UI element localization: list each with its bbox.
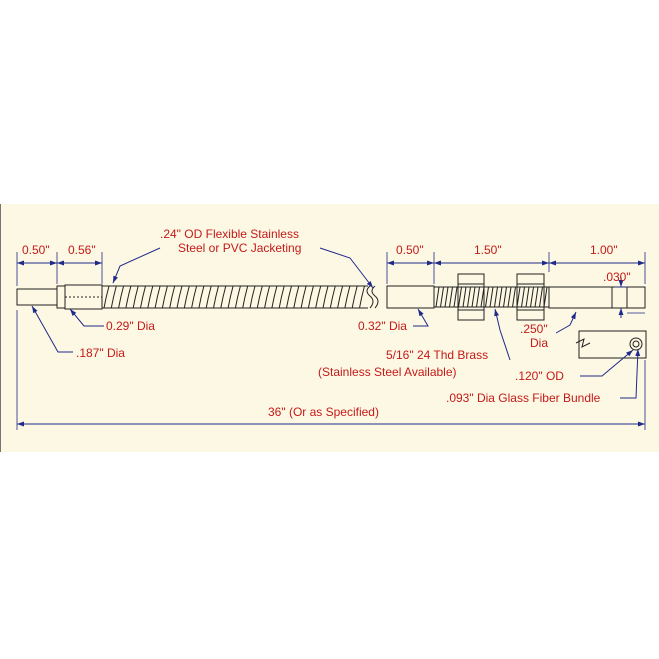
spiral-wrap [351, 285, 358, 309]
flexible-jacket [102, 285, 368, 309]
spiral-wrap [315, 285, 322, 309]
spiral-wrap [191, 285, 198, 309]
spiral-wrap [213, 285, 219, 309]
thread-line [435, 286, 440, 308]
spiral-wrap [329, 285, 336, 309]
thread-line [539, 286, 543, 308]
hex-nut-right [516, 273, 545, 321]
spiral-wrap [205, 285, 212, 309]
thread-line [467, 286, 471, 308]
hex-nut-left [457, 273, 485, 321]
thread-line [462, 286, 467, 308]
spiral-wrap [183, 285, 190, 309]
thread-line [534, 286, 539, 308]
spiral-wrap [118, 285, 125, 309]
thread-line [498, 286, 503, 308]
dim-050-right: 0.50" [396, 243, 424, 257]
spiral-wrap [359, 285, 365, 309]
spiral-wrap [227, 285, 234, 309]
dim-056: 0.56" [68, 243, 96, 257]
spiral-wrap [125, 285, 132, 309]
thread-line [507, 286, 512, 308]
spiral-wrap [234, 285, 241, 309]
spiral-wrap [264, 285, 271, 309]
spiral-wrap [337, 285, 344, 309]
end-tube [548, 286, 646, 309]
thread-line [494, 286, 498, 308]
spiral-wrap [220, 285, 227, 309]
spiral-wrap [256, 285, 263, 309]
dim-0187-dia: .187" Dia [76, 346, 125, 360]
dim-0120-od: .120" OD [515, 369, 564, 383]
jacket-label-line2: Steel or PVC Jacketing [178, 241, 301, 255]
thread-label-line1: 5/16" 24 Thd Brass [386, 348, 488, 362]
spiral-wrap [286, 285, 292, 309]
spiral-wrap [322, 285, 329, 309]
thread-line [525, 286, 530, 308]
right-ferrule [386, 285, 435, 309]
dimension-lines [16, 247, 646, 430]
dim-150: 1.50" [474, 243, 502, 257]
dim-0250-dia: Dia [530, 336, 548, 350]
spiral-wrap [307, 285, 314, 309]
spiral-wrap [103, 285, 110, 309]
threaded-body [434, 286, 549, 308]
dim-100: 1.00" [590, 243, 618, 257]
dim-029-dia: 0.29" Dia [106, 319, 155, 333]
thread-line [503, 286, 507, 308]
spiral-wrap [242, 285, 249, 309]
spiral-wrap [271, 285, 278, 309]
spiral-wrap [140, 285, 146, 309]
thread-label-line2: (Stainless Steel Available) [318, 365, 457, 379]
thread-line [440, 286, 444, 308]
spiral-wrap [278, 285, 285, 309]
thread-line [489, 286, 494, 308]
dim-032-dia: 0.32" Dia [358, 319, 407, 333]
spiral-wrap [169, 285, 176, 309]
dim-050-left: 0.50" [22, 243, 50, 257]
spiral-wrap [293, 285, 300, 309]
thread-line [458, 286, 462, 308]
drawing-panel [0, 204, 659, 452]
thread-line [530, 286, 534, 308]
spiral-wrap [147, 285, 154, 309]
thread-line [512, 286, 516, 308]
dim-030: .030" [603, 270, 631, 284]
spiral-wrap [344, 285, 351, 309]
thread-line [453, 286, 458, 308]
thread-line [449, 286, 453, 308]
left-end-fitting [16, 284, 103, 310]
jacket-label-line1: .24" OD Flexible Stainless [160, 227, 299, 241]
spiral-wrap [110, 285, 117, 309]
thread-line [444, 286, 449, 308]
thread-line [485, 286, 489, 308]
spiral-wrap [198, 285, 205, 309]
spiral-wrap [132, 285, 139, 309]
end-view-detail [575, 330, 647, 359]
spiral-wrap [176, 285, 183, 309]
thread-line [521, 286, 525, 308]
overall-length-label: 36" (Or as Specified) [268, 405, 379, 419]
thread-line [471, 286, 476, 308]
cut-break-symbol [366, 285, 379, 309]
fiber-bundle-label: .093" Dia Glass Fiber Bundle [446, 391, 601, 405]
spiral-wrap [300, 285, 307, 309]
spiral-wrap [161, 285, 168, 309]
spiral-wrap [154, 285, 161, 309]
spiral-wrap [249, 285, 256, 309]
thread-line [476, 286, 480, 308]
dim-0250: .250" [520, 322, 548, 336]
